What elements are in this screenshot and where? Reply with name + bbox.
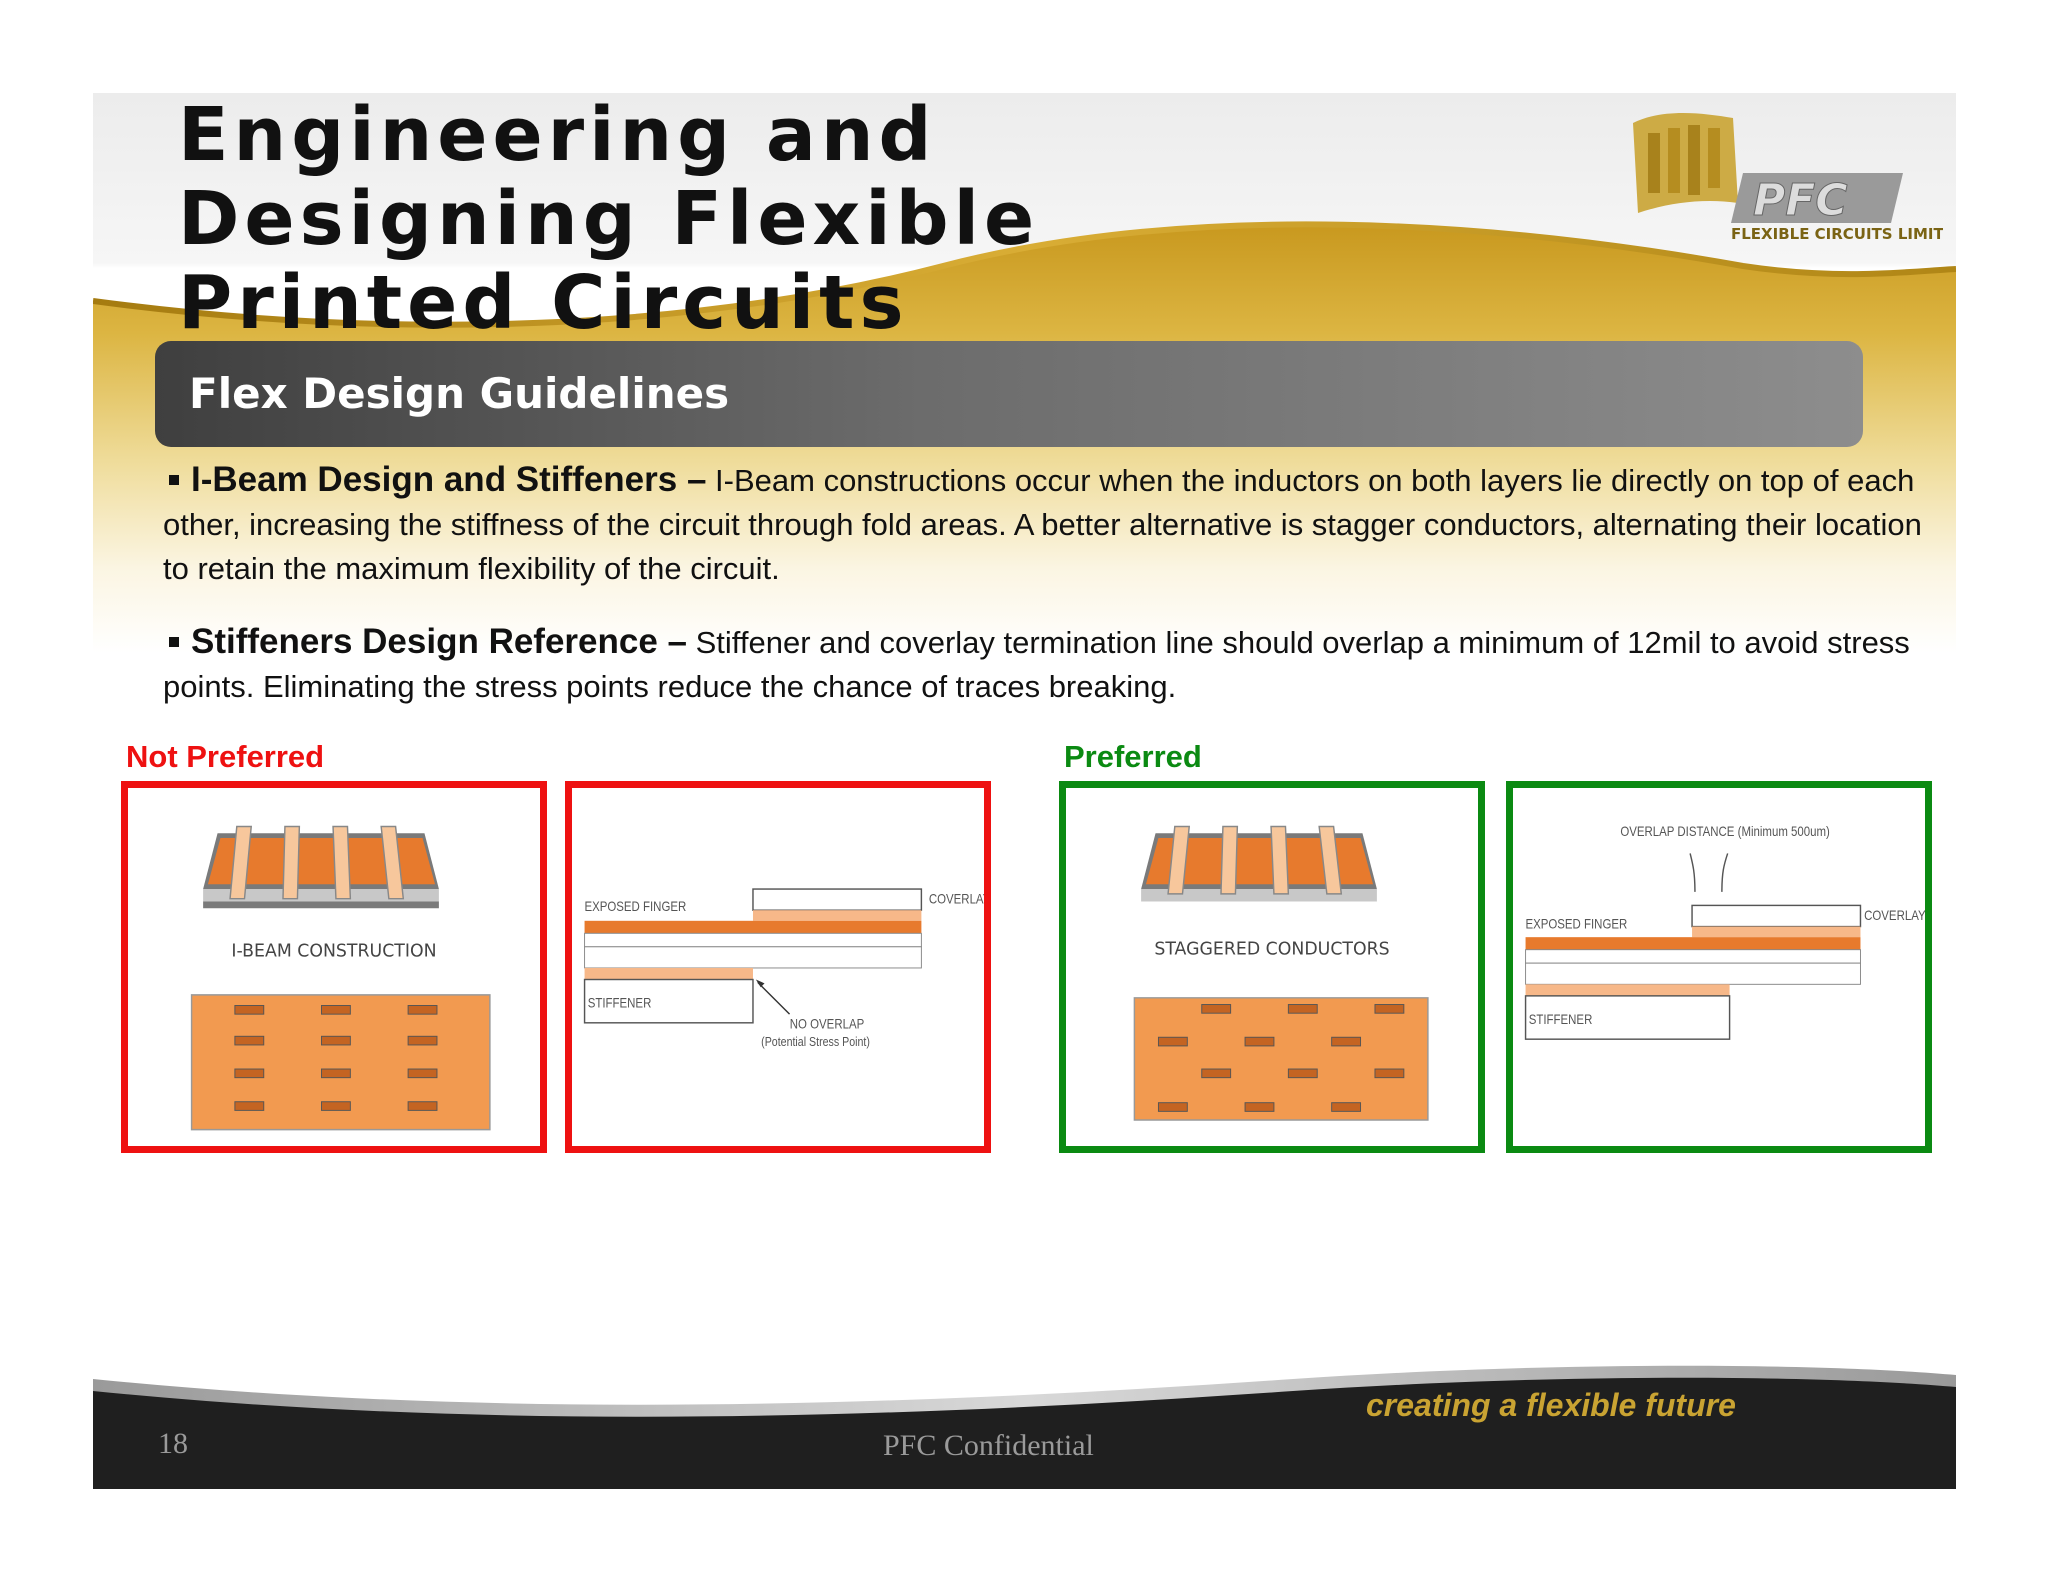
title-line-3: Printed Circuits xyxy=(178,260,909,346)
pfc-logo: PFC FLEXIBLE CIRCUITS LIMITED xyxy=(1623,103,1956,243)
svg-text:EXPOSED FINGER: EXPOSED FINGER xyxy=(1525,917,1627,932)
svg-text:(Potential Stress Point): (Potential Stress Point) xyxy=(761,1035,870,1049)
pfc-logo-icon: PFC FLEXIBLE CIRCUITS LIMITED xyxy=(1633,113,1956,243)
svg-text:FLEXIBLE CIRCUITS LIMITED: FLEXIBLE CIRCUITS LIMITED xyxy=(1731,225,1943,243)
bullet-heading: Stiffeners Design Reference – xyxy=(191,622,688,661)
bullet-marker xyxy=(169,636,179,647)
not-preferred-label: Not Preferred xyxy=(126,739,325,774)
preferred-label: Preferred xyxy=(1064,739,1202,774)
title-line-1: Engineering and xyxy=(178,93,937,178)
section-banner: Flex Design Guidelines xyxy=(155,341,1863,447)
slide: Engineering and Designing Flexible Print… xyxy=(93,93,1956,1489)
bullet-stiffeners: Stiffeners Design Reference – Stiffener … xyxy=(163,620,1943,709)
title-line-2: Designing Flexible xyxy=(178,176,1040,262)
slide-title: Engineering and Designing Flexible Print… xyxy=(178,93,1039,345)
bullet-ibeam: I-Beam Design and Stiffeners – I-Beam co… xyxy=(163,458,1943,591)
bullet-heading: I-Beam Design and Stiffeners – xyxy=(191,460,707,499)
staggered-conductors-diagram: STAGGERED CONDUCTORS xyxy=(1059,781,1485,1153)
svg-text:STIFFENER: STIFFENER xyxy=(1529,1012,1593,1027)
no-overlap-stiffener-diagram: EXPOSED FINGER COVERLAY STIFFENER NO OVE… xyxy=(565,781,991,1153)
svg-text:COVERLAY: COVERLAY xyxy=(929,892,984,907)
svg-text:I-BEAM CONSTRUCTION: I-BEAM CONSTRUCTION xyxy=(231,941,436,961)
svg-text:STAGGERED CONDUCTORS: STAGGERED CONDUCTORS xyxy=(1154,939,1389,959)
footer-bar xyxy=(93,1365,1956,1489)
bullet-marker xyxy=(169,474,179,485)
banner-title: Flex Design Guidelines xyxy=(189,369,730,418)
bullet-text: I-Beam constructions occur when the indu… xyxy=(163,463,1922,586)
svg-text:EXPOSED FINGER: EXPOSED FINGER xyxy=(584,899,686,914)
ibeam-construction-diagram: I-BEAM CONSTRUCTION xyxy=(121,781,547,1153)
overlap-stiffener-diagram: OVERLAP DISTANCE (Minimum 500um) EXPOSED… xyxy=(1506,781,1932,1153)
svg-text:OVERLAP DISTANCE (Minimum 500u: OVERLAP DISTANCE (Minimum 500um) xyxy=(1620,824,1830,839)
svg-text:PFC: PFC xyxy=(1753,175,1848,226)
confidential-label: PFC Confidential xyxy=(883,1429,1094,1462)
svg-text:COVERLAY: COVERLAY xyxy=(1864,908,1925,923)
page-number: 18 xyxy=(158,1427,188,1460)
footer-tagline: creating a flexible future xyxy=(1366,1387,1736,1423)
svg-text:STIFFENER: STIFFENER xyxy=(588,996,652,1011)
svg-text:NO OVERLAP: NO OVERLAP xyxy=(790,1017,864,1032)
bullet-text: Stiffener and coverlay termination line … xyxy=(163,625,1910,704)
